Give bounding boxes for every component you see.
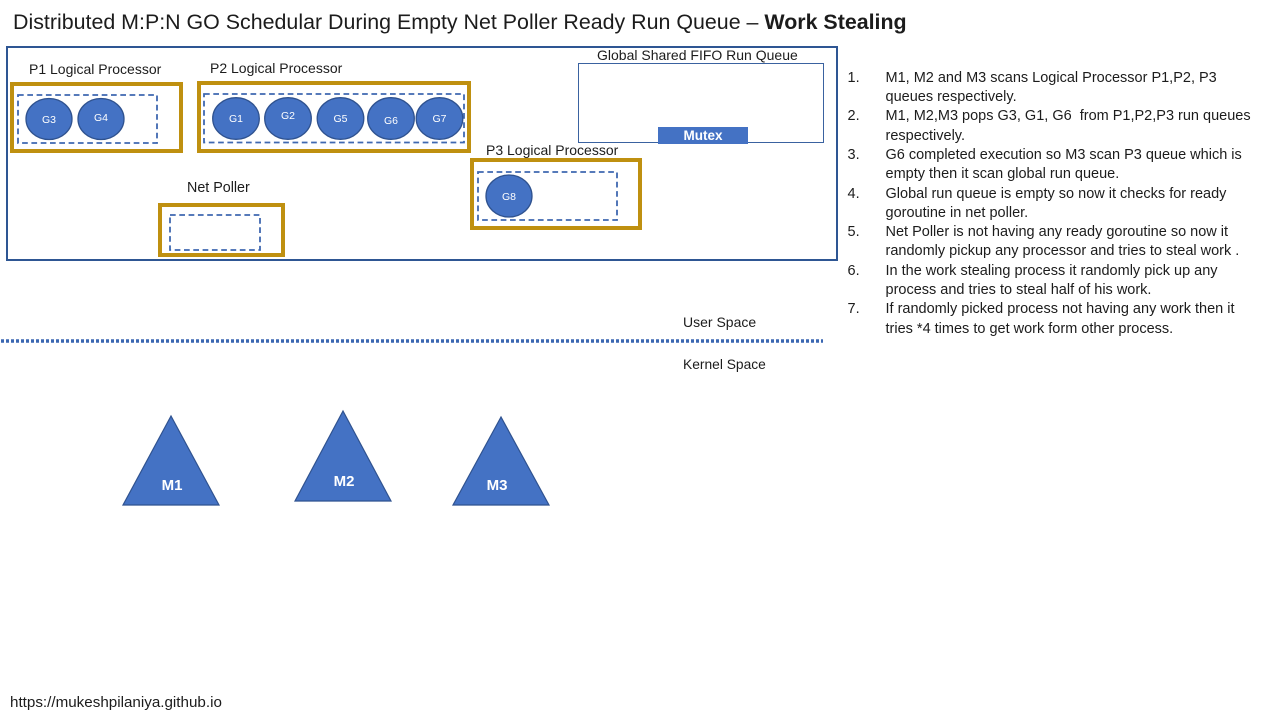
- svg-text:G2: G2: [281, 110, 295, 122]
- svg-text:G7: G7: [432, 113, 446, 125]
- svg-text:M3: M3: [487, 477, 508, 494]
- svg-text:G8: G8: [502, 191, 516, 203]
- svg-text:G3: G3: [42, 114, 56, 126]
- svg-text:G4: G4: [94, 112, 108, 124]
- svg-text:G6: G6: [384, 115, 398, 127]
- svg-text:M2: M2: [334, 473, 355, 490]
- svg-text:M1: M1: [162, 477, 183, 494]
- svg-text:G5: G5: [333, 113, 347, 125]
- svg-text:G1: G1: [229, 113, 243, 125]
